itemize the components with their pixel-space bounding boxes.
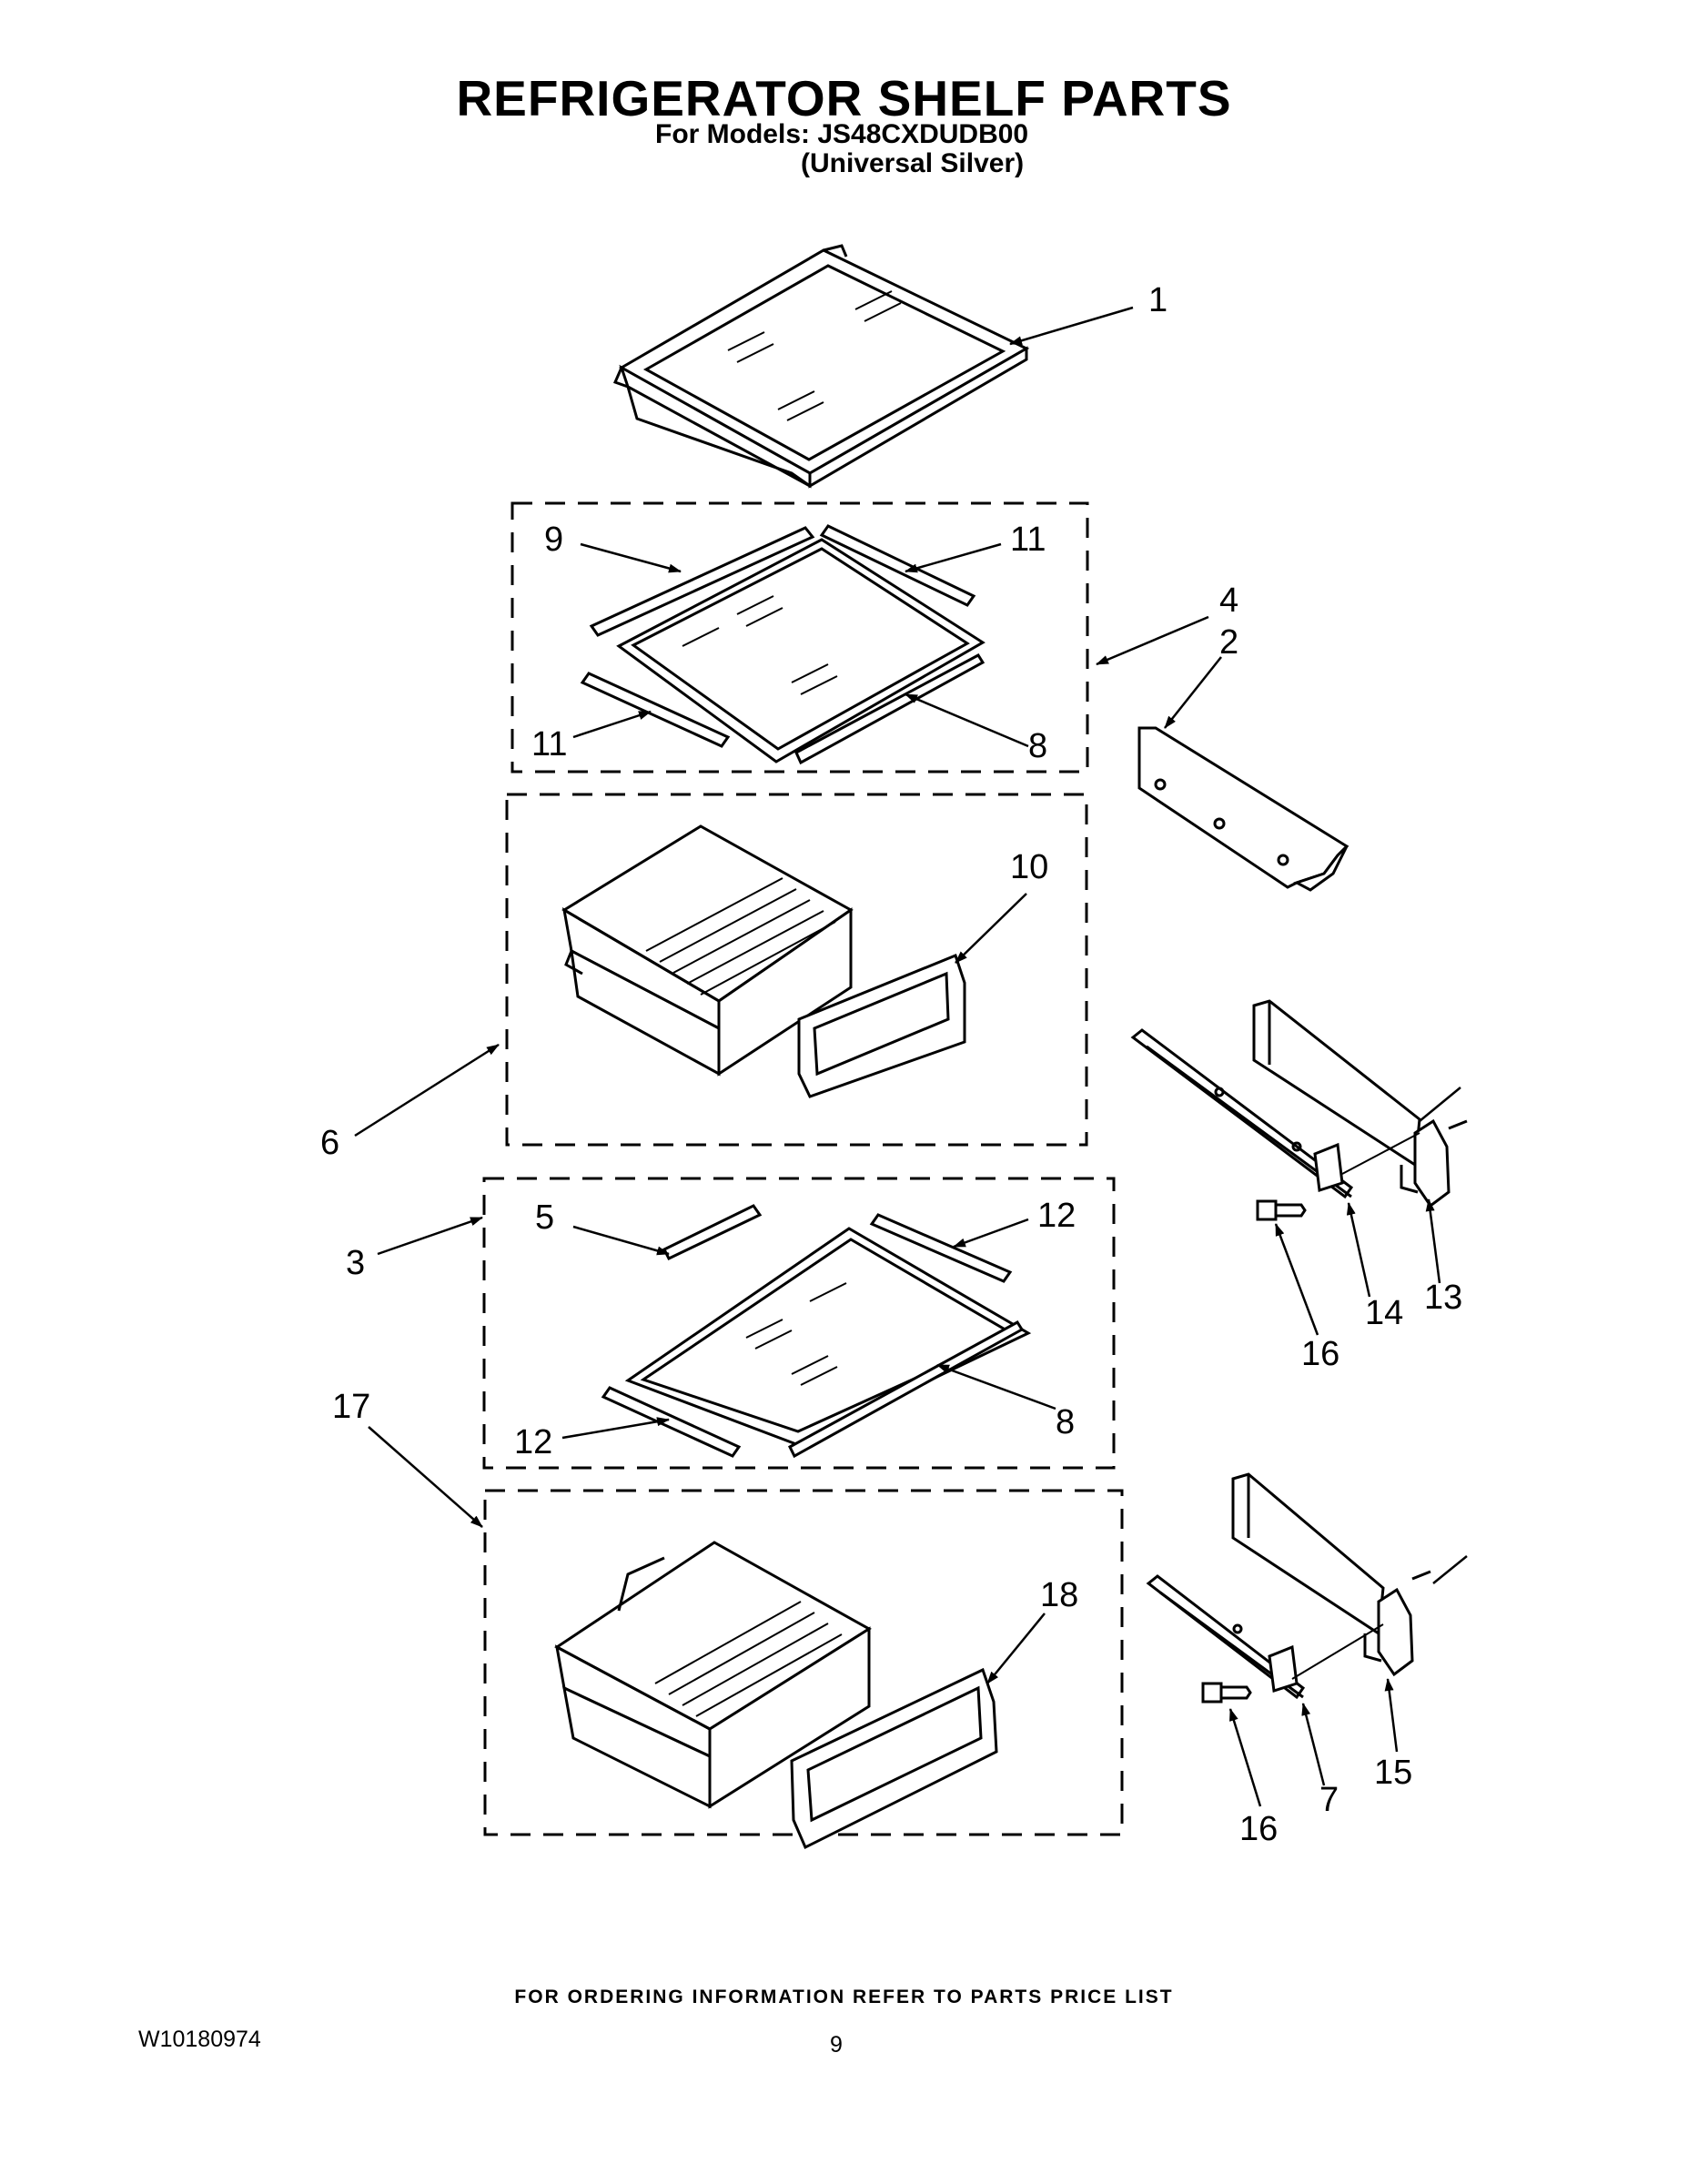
slide-assembly-lower: [1146, 1472, 1431, 1704]
callout-8-lower: 8: [1056, 1403, 1075, 1441]
callout-7: 7: [1319, 1781, 1339, 1819]
callout-11-top: 11: [1010, 521, 1046, 559]
shelf-glass-lower: [601, 1204, 1032, 1459]
callout-16-upper: 16: [1301, 1335, 1339, 1373]
callout-15: 15: [1374, 1754, 1412, 1792]
callout-numbers: 1 9 11 11 8 4 2 10 6 5 12 3 13 14 16 8 1…: [320, 281, 1462, 1848]
crisper-drawer-lower: [554, 1541, 998, 1850]
callout-16-lower: 16: [1239, 1810, 1278, 1848]
callout-9: 9: [544, 521, 563, 559]
callout-14: 14: [1365, 1294, 1403, 1332]
callout-4: 4: [1219, 581, 1238, 620]
ordering-note: FOR ORDERING INFORMATION REFER TO PARTS …: [514, 1987, 1174, 2007]
assembly-6-box: [505, 793, 1088, 1147]
callout-8-upper: 8: [1028, 727, 1047, 765]
callout-2: 2: [1219, 623, 1238, 662]
assembly-4-box: [510, 501, 1089, 774]
callout-12-bottom: 12: [514, 1423, 552, 1461]
page-number: 9: [830, 2032, 843, 2058]
callout-12-top: 12: [1037, 1197, 1076, 1235]
callout-11-bottom: 11: [531, 725, 567, 763]
callout-10: 10: [1010, 848, 1048, 886]
part-2-support: [1137, 726, 1349, 892]
assembly-3-box: [482, 1177, 1116, 1470]
callout-17: 17: [332, 1388, 370, 1426]
leader-lines: [354, 306, 1468, 1807]
shelf-glass-upper: [580, 524, 986, 765]
callout-18: 18: [1040, 1576, 1078, 1614]
callout-3: 3: [346, 1244, 365, 1282]
callout-1: 1: [1148, 281, 1167, 319]
document-id: W10180974: [138, 2027, 261, 2052]
models-line: For Models: JS48CXDUDB00: [655, 119, 1029, 149]
callout-13: 13: [1424, 1279, 1462, 1317]
crisper-drawer-upper: [561, 824, 966, 1098]
variant-line: (Universal Silver): [801, 148, 1025, 178]
slide-assembly-upper: [1130, 999, 1468, 1221]
page-title: REFRIGERATOR SHELF PARTS: [456, 70, 1232, 126]
callout-6: 6: [320, 1124, 339, 1162]
callout-5: 5: [535, 1198, 554, 1237]
part-1-shelf-assembly: [612, 244, 1030, 489]
